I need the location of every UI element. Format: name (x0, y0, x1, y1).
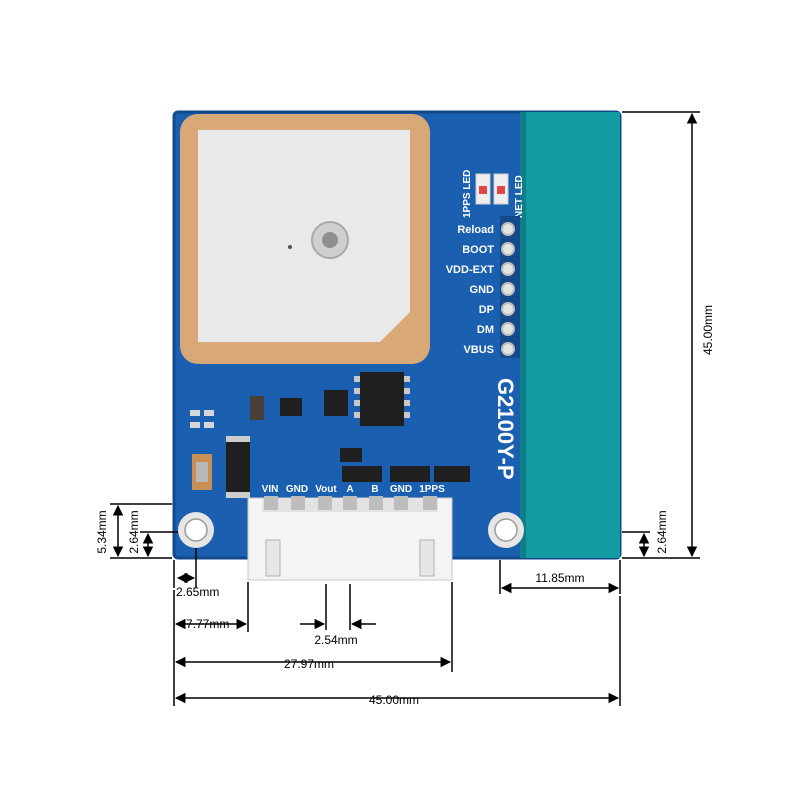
pad-vdd-ext (501, 262, 515, 276)
dim-left-tab: 5.34mm (95, 510, 109, 553)
side-header (500, 216, 520, 358)
dim-connector-offset: 7.77mm (186, 617, 229, 631)
pin-label-gnd: GND (470, 284, 495, 296)
dim-hole-y-left: 2.64mm (127, 510, 141, 553)
conn-label-gnd: GND (286, 484, 308, 495)
conn-label-gnd2: GND (390, 484, 412, 495)
conn-label-a: A (346, 484, 353, 495)
pin-label-vdd-ext: VDD-EXT (446, 264, 495, 276)
antenna-strip (520, 112, 620, 558)
dim-hole-x: 2.65mm (176, 585, 219, 599)
conn-label-1pps: 1PPS (419, 484, 445, 495)
dim-connector-width: 27.97mm (284, 657, 334, 671)
pad-gnd (501, 282, 515, 296)
dim-pin-pitch: 2.54mm (314, 633, 357, 647)
conn-label-b: B (371, 484, 378, 495)
conn-label-vin: VIN (262, 484, 279, 495)
pad-reload (501, 222, 515, 236)
components (190, 372, 470, 498)
pin-label-boot: BOOT (462, 244, 494, 256)
pin-label-reload: Reload (457, 224, 494, 236)
net-led-label: NET LED (514, 175, 525, 218)
pin-label-dp: DP (479, 304, 494, 316)
model-label: G2100Y-P (493, 378, 518, 480)
dim-total-width: 45.00mm (369, 693, 419, 707)
pad-boot (501, 242, 515, 256)
dim-edge-hole-right: 2.64mm (655, 510, 669, 553)
dim-strip-width: 11.85mm (535, 571, 584, 585)
pps-led-label: 1PPS LED (462, 170, 473, 218)
pin-label-dm: DM (477, 324, 494, 336)
pad-dp (501, 302, 515, 316)
pad-vbus (501, 342, 515, 356)
pad-dm (501, 322, 515, 336)
conn-label-vout: Vout (315, 484, 337, 495)
connector (247, 496, 453, 581)
dim-total-height: 45.00mm (701, 305, 715, 355)
dimension-lines (110, 111, 700, 706)
pin-label-vbus: VBUS (463, 344, 494, 356)
